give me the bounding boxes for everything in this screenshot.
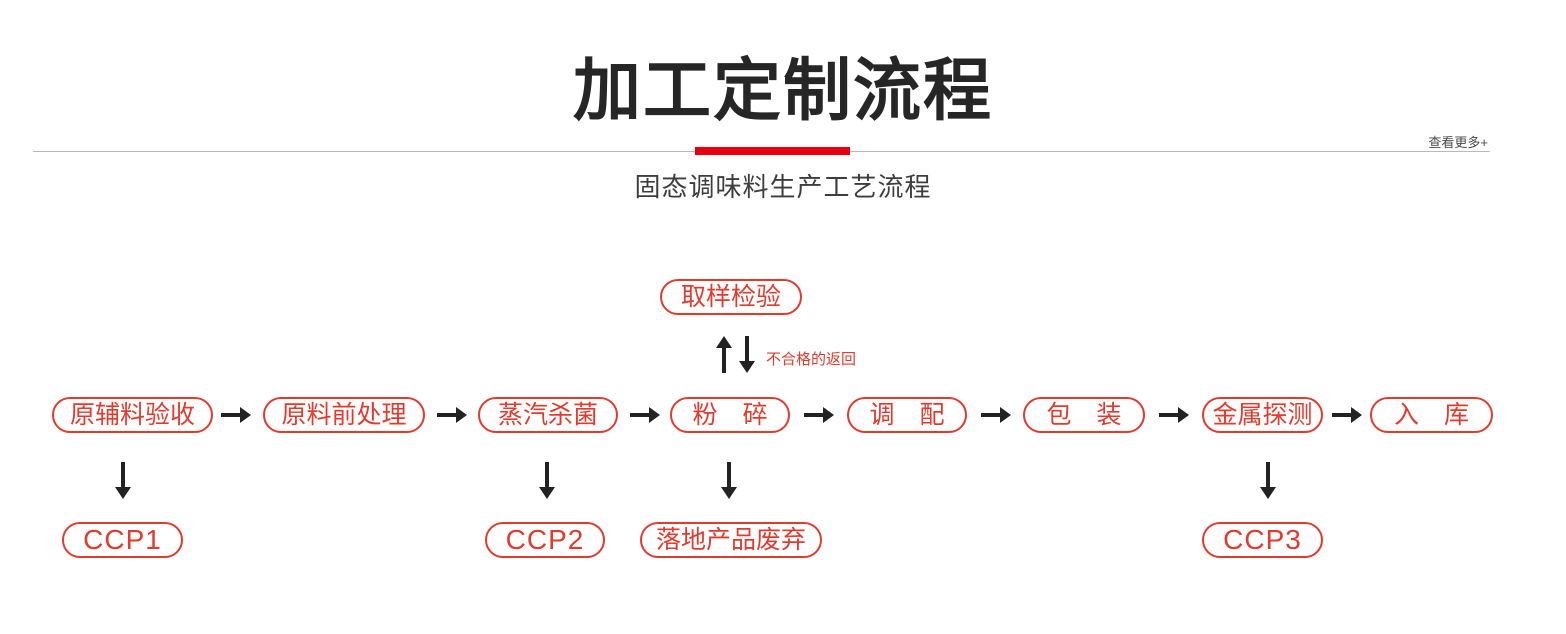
flow-arrow-right-icon (1159, 407, 1189, 423)
section-subtitle: 固态调味料生产工艺流程 (634, 173, 932, 202)
arrow-stem (630, 413, 649, 417)
arrow-head (823, 407, 834, 423)
arrow-head (1351, 407, 1362, 423)
arrow-stem (722, 348, 726, 373)
arrow-head (1178, 407, 1189, 423)
arrow-stem (121, 462, 125, 487)
flow-arrow-right-icon (1332, 407, 1362, 423)
flow-node-crushing: 粉 碎 (670, 397, 790, 433)
flow-node-floor-product-disposal: 落地产品废弃 (640, 522, 822, 558)
arrow-stem (981, 413, 1000, 417)
flow-node-packaging: 包 装 (1023, 397, 1145, 433)
arrow-head (539, 487, 555, 499)
flow-node-steam-sterilization: 蒸汽杀菌 (478, 397, 618, 433)
arrow-head (456, 407, 467, 423)
arrow-stem (545, 462, 549, 487)
arrow-head (739, 361, 755, 373)
arrow-head (240, 407, 251, 423)
arrow-head (1260, 487, 1276, 499)
arrow-head (716, 336, 732, 348)
flow-arrow-right-icon (221, 407, 251, 423)
arrow-stem (745, 336, 749, 361)
arrow-stem (221, 413, 240, 417)
flow-node-ccp2: CCP2 (485, 522, 605, 558)
arrow-stem (1266, 462, 1270, 487)
flow-arrow-down-icon (721, 462, 737, 499)
arrow-head (1000, 407, 1011, 423)
arrow-head (721, 487, 737, 499)
page-title: 加工定制流程 (572, 53, 993, 129)
flow-arrow-right-icon (981, 407, 1011, 423)
view-more-link[interactable]: 查看更多+ (1428, 135, 1488, 150)
flow-node-pretreatment: 原料前处理 (263, 397, 425, 433)
flow-arrow-right-icon (437, 407, 467, 423)
flow-node-ccp1: CCP1 (62, 522, 183, 558)
return-note-label: 不合格的返回 (766, 351, 857, 368)
arrow-stem (1159, 413, 1178, 417)
flow-node-blending: 调 配 (847, 397, 967, 433)
flow-node-sampling: 取样检验 (660, 279, 802, 315)
arrow-up-icon (716, 336, 732, 373)
arrow-stem (1332, 413, 1351, 417)
flow-node-ccp3: CCP3 (1202, 522, 1323, 558)
header-accent-bar (695, 147, 850, 155)
flow-arrow-down-icon (539, 462, 555, 499)
flow-arrow-down-icon (115, 462, 131, 499)
arrow-head (649, 407, 660, 423)
flow-node-metal-detection: 金属探测 (1202, 397, 1323, 433)
flow-node-warehousing: 入 库 (1370, 397, 1493, 433)
arrow-stem (727, 462, 731, 487)
flow-arrow-right-icon (804, 407, 834, 423)
arrow-stem (437, 413, 456, 417)
arrow-head (115, 487, 131, 499)
flow-arrow-right-icon (630, 407, 660, 423)
flow-node-material-acceptance: 原辅料验收 (52, 397, 213, 433)
arrow-down-icon (739, 336, 755, 373)
arrow-stem (804, 413, 823, 417)
flow-arrow-down-icon (1260, 462, 1276, 499)
